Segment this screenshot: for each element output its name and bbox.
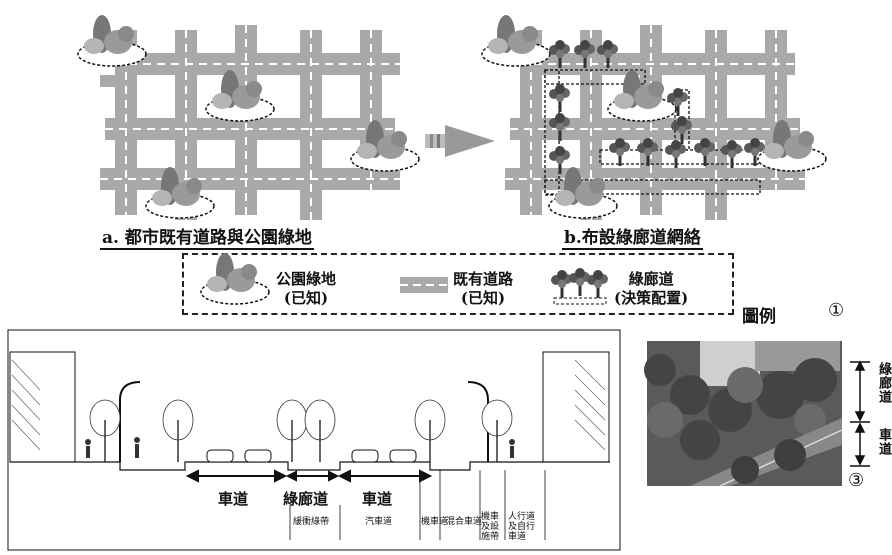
sub-label: 緩衝綠帶 — [293, 517, 330, 527]
photo-label-lane: 車道 — [876, 428, 891, 456]
legend-title: 圖例 — [742, 307, 776, 327]
sub-label: 機車及設施帶 — [481, 512, 500, 542]
legend-box — [182, 253, 734, 315]
legend-greenway-label: 綠廊道(決策配置) — [614, 270, 689, 307]
panel-b-caption: b.布設綠廊道網絡 — [562, 228, 703, 250]
panel-b-road-grid — [505, 25, 805, 220]
sub-label: 人行道及自行車道 — [508, 512, 536, 542]
legend-road-label: 既有道路(已知) — [453, 270, 514, 307]
arrow-right-icon — [425, 125, 495, 157]
legend-park-label: 公園綠地(已知) — [276, 270, 337, 307]
dim-lane-right: 車道 — [362, 490, 393, 508]
marker-three: ③ — [848, 470, 865, 491]
dim-greenway: 綠廊道 — [283, 490, 329, 508]
sub-label: 汽車道 — [365, 517, 393, 527]
sub-label: 混合車道 — [446, 517, 483, 527]
marker-one: ① — [828, 300, 845, 321]
dim-lane-left: 車道 — [218, 490, 249, 508]
sub-label: 機車道 — [421, 517, 449, 527]
photo-label-greenway: 綠廊道 — [876, 362, 891, 404]
panel-a-caption: a. 都市既有道路與公園綠地 — [100, 228, 314, 250]
